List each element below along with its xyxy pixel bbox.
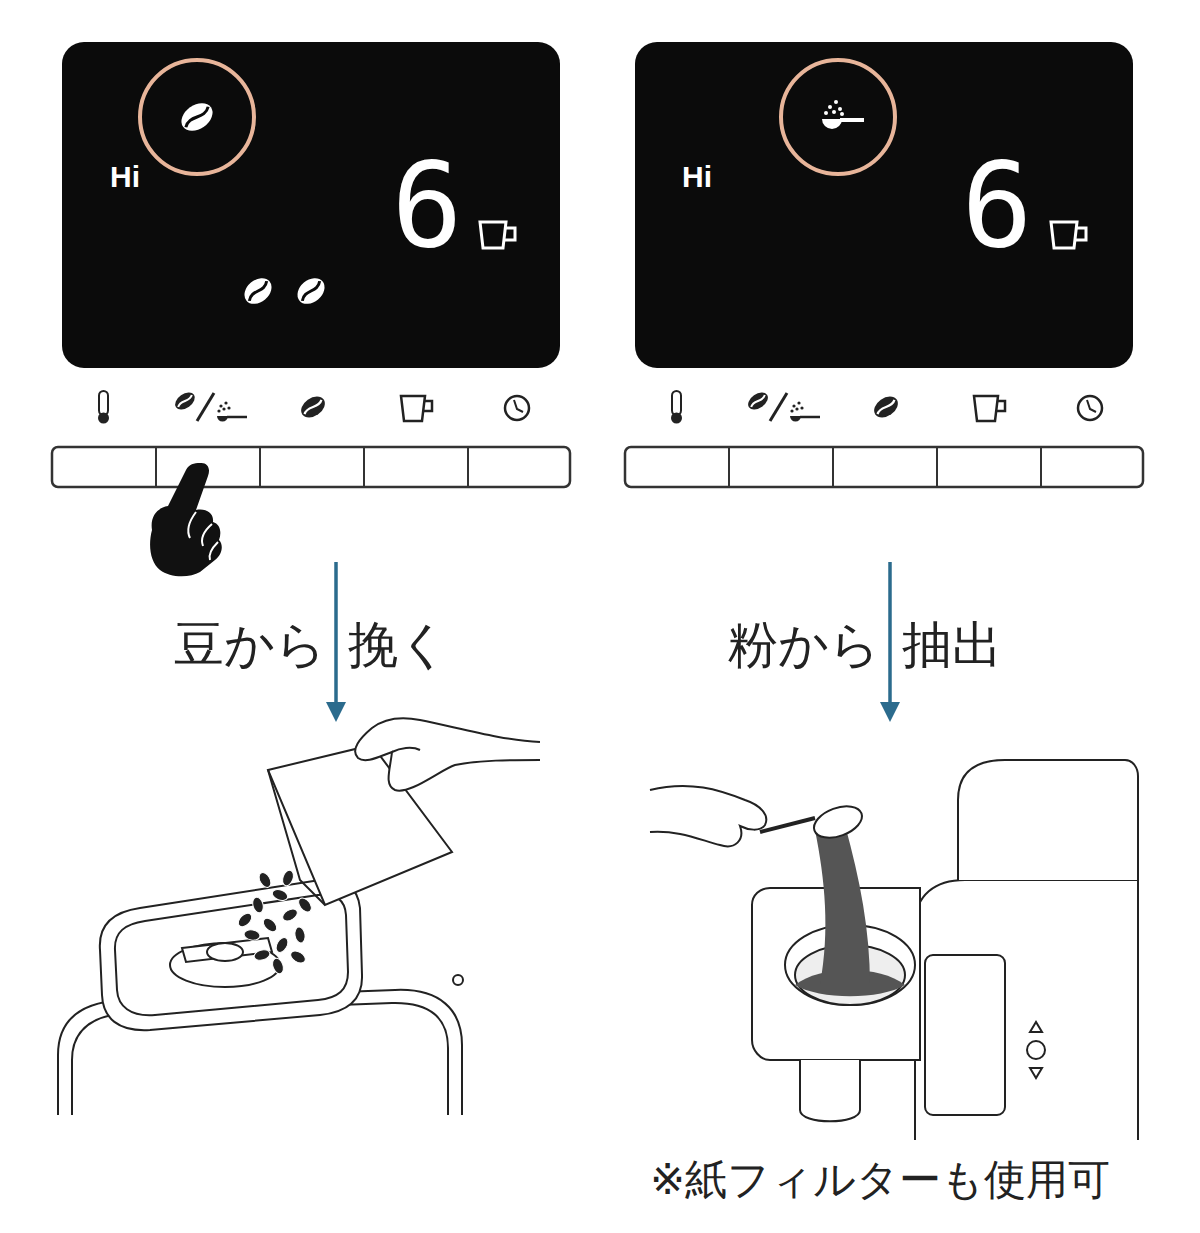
brewer-figure: [925, 955, 1005, 1115]
button-bar: [625, 447, 1143, 487]
grinder-figure: [281, 869, 296, 887]
grinder-figure: [257, 871, 274, 890]
mode-indicator: Hi: [110, 160, 140, 194]
display-icons: [838, 107, 842, 111]
grinder-figure: [271, 957, 286, 975]
flow-arrow: [880, 562, 900, 722]
display-icons: [247, 281, 269, 301]
pointing-hand: [150, 463, 222, 576]
display-icons: [176, 97, 218, 136]
brewer-figure: [1027, 1041, 1045, 1059]
mode-indicator: Hi: [682, 160, 712, 194]
step-label: 挽く: [348, 615, 449, 675]
step-label: 粉から: [728, 615, 880, 675]
grinder-figure: [274, 936, 291, 955]
display-icons: [822, 119, 842, 129]
display-icons: [62, 42, 560, 368]
display-icons: [176, 97, 218, 136]
grinder-figure: [289, 949, 308, 966]
grinder-figure: [453, 975, 463, 985]
grinder-figure: [271, 888, 289, 903]
display-icons: [824, 111, 828, 115]
button-icons: [98, 389, 529, 424]
display-icons: [1075, 228, 1086, 240]
brewer-figure: [1030, 1068, 1042, 1078]
display-icons: [480, 222, 506, 248]
brewer-figure: [650, 760, 1138, 1140]
display-icons: [840, 112, 844, 116]
grinder-figure: [207, 943, 243, 961]
cup-count: 6: [391, 136, 462, 274]
grinder-figure: [261, 916, 279, 934]
flow-arrow: [326, 562, 346, 722]
display-icons: [300, 281, 322, 301]
brewer-figure: [810, 800, 867, 843]
display-icons: [184, 107, 211, 127]
grinder-figure: [115, 895, 348, 1016]
grinder-figure: [268, 770, 325, 905]
grinder-figure: [281, 907, 300, 924]
display-panel: Hi 6: [62, 42, 560, 368]
display-icons: [781, 60, 895, 174]
brewer-figure: [815, 825, 870, 985]
grinder-figure: [58, 718, 540, 1115]
grinder-figure: [294, 926, 307, 943]
display-icons: [292, 273, 329, 309]
display-icons: [840, 118, 864, 122]
pointing-hand: [150, 463, 222, 576]
display-icons: [504, 228, 515, 240]
cup-count: 6: [961, 136, 1032, 274]
grinder-figure: [251, 896, 265, 914]
display-icons: [832, 110, 836, 114]
display-panel: Hi 6: [635, 42, 1133, 368]
brewer-figure: [760, 818, 815, 832]
button-icons: [671, 389, 1102, 424]
display-icons: [292, 273, 329, 309]
grinder-figure: [296, 896, 314, 915]
display-icons: [140, 60, 254, 174]
brewer-figure: [800, 1060, 860, 1121]
display-icons: [834, 100, 838, 104]
note-text: ※紙フィルターも使用可: [650, 1155, 1110, 1205]
brewer-figure: [915, 880, 1138, 1140]
display-icons: [1051, 222, 1077, 248]
pointing-hand: [188, 512, 218, 560]
grinder-figure: [392, 748, 420, 752]
grinder-figure: [253, 948, 271, 962]
grinder-figure: [236, 911, 254, 929]
brewer-figure: [650, 786, 766, 846]
brewer-figure: [1030, 1022, 1042, 1032]
step-label: 抽出: [902, 615, 1002, 675]
brewer-figure: [958, 760, 1138, 880]
grinder-figure: [355, 718, 540, 791]
button-bar: [52, 447, 570, 487]
display-icons: [239, 273, 276, 309]
step-label: 豆から: [174, 615, 326, 675]
grinder-figure: [182, 938, 272, 962]
display-icons: [828, 105, 832, 109]
display-icons: [635, 42, 1133, 368]
grinder-figure: [236, 869, 314, 975]
grinder-figure: [243, 929, 260, 942]
display-icons: [239, 273, 276, 309]
